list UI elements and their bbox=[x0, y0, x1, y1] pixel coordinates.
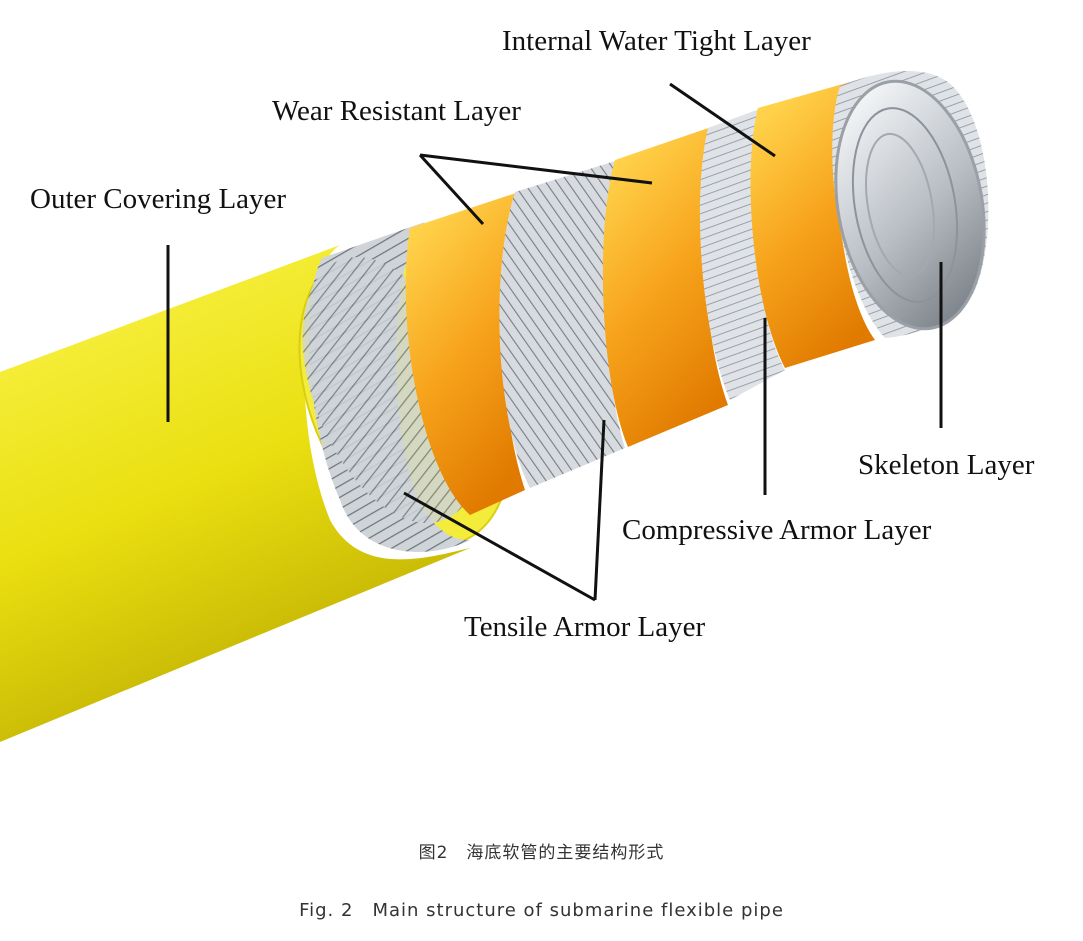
internal-water-tight-layer bbox=[750, 82, 875, 368]
leader-tensile-armor-b bbox=[593, 419, 606, 601]
caption-chinese: 图2 海底软管的主要结构形式 bbox=[418, 843, 665, 863]
label-outer-covering: Outer Covering Layer bbox=[30, 183, 287, 215]
label-skeleton: Skeleton Layer bbox=[858, 449, 1035, 481]
leader-lines bbox=[166, 82, 943, 602]
leader-wear-resistant-b bbox=[419, 153, 653, 185]
wear-resistant-band-1 bbox=[405, 190, 525, 515]
outer-covering-layer bbox=[0, 245, 470, 742]
label-tensile-armor: Tensile Armor Layer bbox=[464, 611, 706, 643]
leader-wear-resistant-a bbox=[418, 153, 485, 226]
label-wear-resistant: Wear Resistant Layer bbox=[272, 95, 521, 127]
caption-english: Fig. 2 Main structure of submarine flexi… bbox=[299, 900, 784, 921]
leader-tensile-armor-a bbox=[403, 491, 596, 602]
label-compressive-armor: Compressive Armor Layer bbox=[622, 514, 932, 546]
label-internal-water-tight: Internal Water Tight Layer bbox=[502, 25, 811, 57]
wear-resistant-band-2 bbox=[602, 124, 728, 447]
tensile-armor-inner bbox=[499, 158, 625, 488]
leader-internal-water-tight bbox=[669, 82, 776, 158]
